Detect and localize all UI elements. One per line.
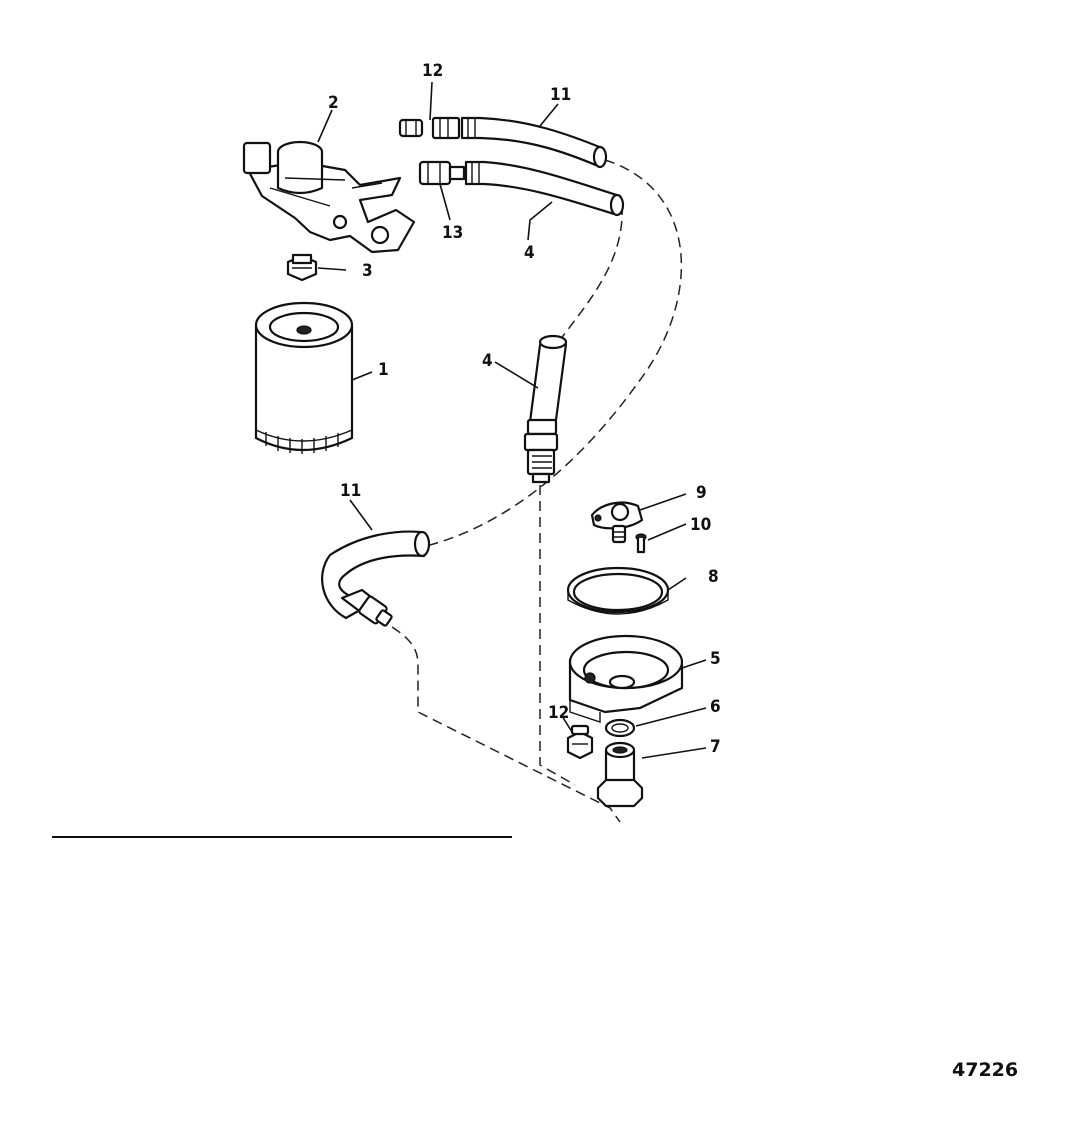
oil-filter (254, 301, 354, 454)
callout-2: 2 (328, 93, 339, 113)
adapter-base (568, 634, 684, 723)
callout-4-upper: 4 (524, 243, 535, 263)
callout-labels: 12 2 11 3 1 13 4 4 11 9 10 8 5 12 6 7 (328, 61, 721, 757)
seal-ring (566, 566, 670, 615)
o-ring (604, 718, 636, 738)
oil-hose-elbow (321, 530, 431, 627)
hose-fitting-middle (418, 160, 466, 186)
callout-7: 7 (710, 737, 721, 757)
callout-10: 10 (690, 515, 711, 535)
callout-9: 9 (696, 483, 707, 503)
callout-13: 13 (442, 223, 463, 243)
adapter-fitting (566, 724, 594, 760)
callout-4-middle: 4 (482, 351, 493, 371)
hose-fitting-top (398, 116, 461, 140)
callout-5: 5 (710, 649, 721, 669)
filter-adapter-bracket (242, 140, 416, 254)
filter-nipple-fitting (286, 253, 318, 282)
callout-12-top: 12 (422, 61, 443, 81)
document-number: 47226 (952, 1059, 1018, 1081)
hose-routing-lines (391, 159, 683, 823)
oil-hose-upper (460, 116, 608, 169)
adapter-cap (590, 501, 644, 544)
callout-12-lower: 12 (548, 703, 569, 723)
callout-1: 1 (378, 360, 389, 380)
hollow-bolt (596, 741, 644, 808)
callout-3: 3 (362, 261, 373, 281)
callout-6: 6 (710, 697, 721, 717)
callout-8: 8 (708, 567, 719, 587)
callout-11-top: 11 (550, 85, 571, 105)
leader-lines (317, 81, 707, 759)
callout-11-lower: 11 (340, 481, 361, 501)
oil-hose-lower-top (464, 160, 625, 217)
cap-screw (635, 533, 647, 554)
oil-hose-vertical-end (523, 334, 568, 484)
